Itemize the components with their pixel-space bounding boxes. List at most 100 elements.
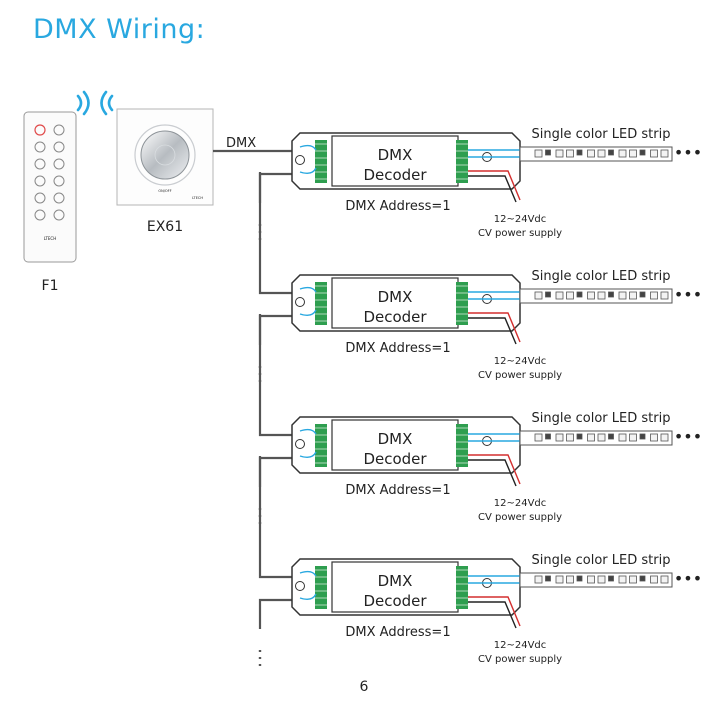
led-chip <box>650 291 658 300</box>
led-chip <box>587 433 595 442</box>
led-chip <box>597 575 606 584</box>
strip-continues-ellipsis: ••• <box>674 143 702 162</box>
power-supply-voltage: 12~24Vdc <box>494 498 547 509</box>
strip-continues-ellipsis: ••• <box>674 569 702 588</box>
dmx-bus-wire <box>258 456 292 579</box>
led-chip <box>629 149 637 158</box>
led-chip <box>618 291 627 300</box>
led-chip <box>555 291 564 300</box>
remote-label: F1 <box>42 278 59 294</box>
resistor <box>545 149 551 156</box>
led-strip-label: Single color LED strip <box>532 411 671 426</box>
led-chip <box>566 291 574 300</box>
decoder-title-line1: DMX <box>378 288 413 306</box>
led-chip <box>587 149 595 158</box>
remote-control-f1: LTECH <box>23 111 77 263</box>
rotary-dial-icon <box>140 130 190 180</box>
power-wire-negative <box>468 317 517 345</box>
led-chip <box>618 575 627 584</box>
power-supply-type: CV power supply <box>478 512 562 523</box>
dmx-address: DMX Address=1 <box>345 199 450 214</box>
mounting-hole-icon <box>295 297 305 307</box>
decoder-title-line1: DMX <box>378 572 413 590</box>
dmx-bus-wire <box>258 314 292 437</box>
power-supply-voltage: 12~24Vdc <box>494 214 547 225</box>
dmx-address: DMX Address=1 <box>345 341 450 356</box>
resistor <box>545 575 551 582</box>
led-strip-label: Single color LED strip <box>532 127 671 142</box>
led-chip <box>587 291 595 300</box>
power-supply-type: CV power supply <box>478 228 562 239</box>
power-wire-negative <box>468 459 517 487</box>
output-terminal-block <box>456 566 468 609</box>
resistor <box>639 433 646 440</box>
power-wire-negative <box>468 175 517 203</box>
led-chip <box>597 433 606 442</box>
led-chip <box>629 575 637 584</box>
led-chip <box>534 433 543 442</box>
decoder-title-line2: Decoder <box>363 166 427 184</box>
panel-ex61: ON/OFF LTECH <box>116 108 214 206</box>
remote-brand: LTECH <box>44 236 56 241</box>
dmx-terminal-block <box>315 282 327 325</box>
led-chip <box>650 433 658 442</box>
resistor <box>576 291 583 298</box>
output-terminal-block <box>456 282 468 325</box>
led-strip <box>519 288 673 304</box>
power-wire-positive <box>468 312 521 343</box>
resistor <box>576 575 583 582</box>
signal-wire <box>299 451 317 459</box>
dmx-terminal-block <box>315 566 327 609</box>
dmx-out-wire <box>258 172 292 203</box>
led-chip <box>566 433 574 442</box>
led-chip <box>555 433 564 442</box>
dmx-terminal-block <box>315 424 327 467</box>
signal-wire <box>299 593 317 601</box>
dmx-out-wire <box>258 456 292 487</box>
led-chip <box>534 575 543 584</box>
output-terminal-block <box>456 424 468 467</box>
power-supply-voltage: 12~24Vdc <box>494 356 547 367</box>
power-supply-type: CV power supply <box>478 654 562 665</box>
resistor <box>608 575 614 582</box>
led-chip <box>660 433 669 442</box>
power-wire-positive <box>468 596 521 627</box>
power-supply-voltage: 12~24Vdc <box>494 640 547 651</box>
resistor <box>608 149 614 156</box>
power-wire-negative <box>468 601 517 629</box>
resistor <box>639 291 646 298</box>
led-chip <box>629 433 637 442</box>
strip-continues-ellipsis: ••• <box>674 285 702 304</box>
resistor <box>639 149 646 156</box>
led-chip <box>597 149 606 158</box>
power-wire-positive <box>468 170 521 201</box>
led-chip <box>629 291 637 300</box>
led-chip <box>650 149 658 158</box>
signal-wire <box>299 428 317 435</box>
resistor <box>608 433 614 440</box>
led-chip <box>660 149 669 158</box>
led-chip <box>555 149 564 158</box>
resistor <box>576 433 583 440</box>
led-chip <box>597 291 606 300</box>
strip-continues-ellipsis: ••• <box>674 427 702 446</box>
decoder-title-line2: Decoder <box>363 308 427 326</box>
dmx-out-wire <box>258 598 292 629</box>
power-supply-type: CV power supply <box>478 370 562 381</box>
led-chip <box>618 433 627 442</box>
dmx-bus-label: DMX <box>226 136 256 151</box>
decoder-title-line1: DMX <box>378 146 413 164</box>
decoder-title-line2: Decoder <box>363 450 427 468</box>
led-chip <box>650 575 658 584</box>
mounting-hole-icon <box>295 155 305 165</box>
led-chip <box>566 149 574 158</box>
led-strip <box>519 146 673 162</box>
decoder-title-line1: DMX <box>378 430 413 448</box>
signal-wire <box>299 309 317 317</box>
signal-wire <box>299 144 317 151</box>
signal-wire <box>299 286 317 293</box>
dmx-address: DMX Address=1 <box>345 625 450 640</box>
